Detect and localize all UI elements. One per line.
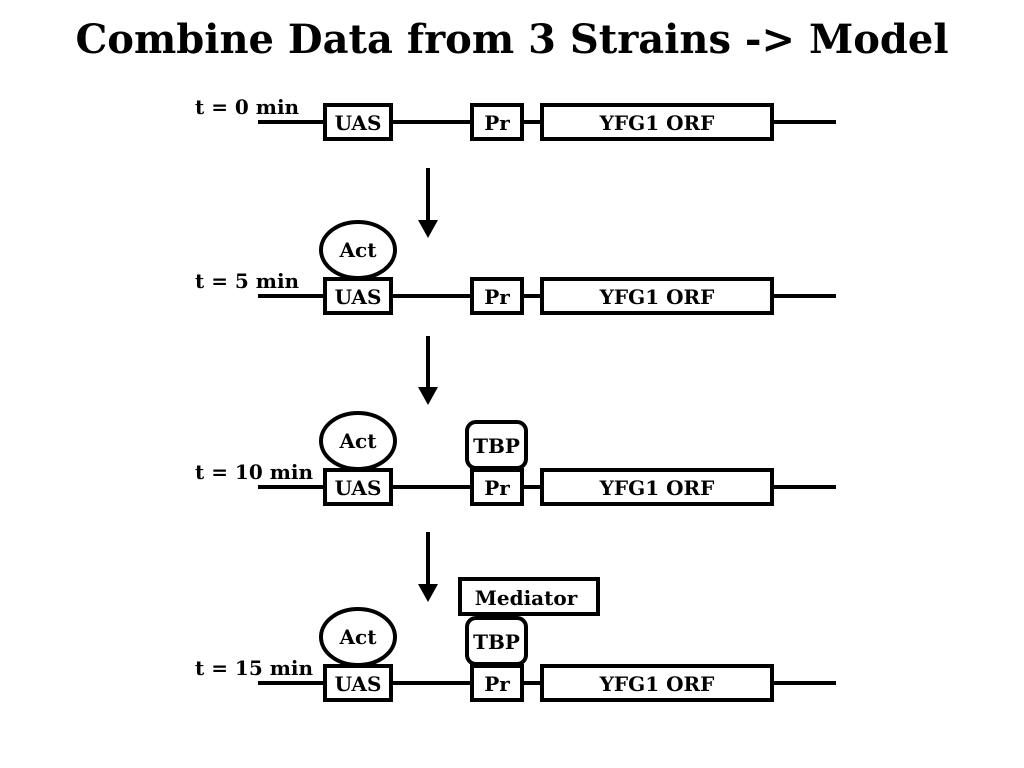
activator-oval bbox=[319, 220, 397, 280]
promoter-label: Pr bbox=[484, 672, 510, 696]
orf-label: YFG1 ORF bbox=[599, 476, 715, 500]
tbp-label: TBP bbox=[473, 434, 520, 458]
orf-label: YFG1 ORF bbox=[599, 672, 715, 696]
uas-box bbox=[323, 664, 393, 702]
activator-label: Act bbox=[339, 625, 378, 649]
mediator-box bbox=[458, 577, 600, 616]
orf-box bbox=[540, 103, 774, 141]
uas-box bbox=[323, 277, 393, 315]
promoter-box bbox=[470, 277, 524, 315]
time-label: t = 0 min bbox=[195, 95, 300, 119]
uas-label: UAS bbox=[335, 476, 382, 500]
page-title: Combine Data from 3 Strains -> Model bbox=[75, 16, 949, 63]
uas-box bbox=[323, 468, 393, 506]
time-label: t = 15 min bbox=[195, 656, 313, 680]
activator-oval bbox=[319, 607, 397, 667]
tbp-box bbox=[465, 616, 528, 666]
time-label: t = 5 min bbox=[195, 269, 300, 293]
activator-label: Act bbox=[339, 429, 378, 453]
uas-label: UAS bbox=[335, 672, 382, 696]
tbp-label: TBP bbox=[473, 630, 520, 654]
promoter-label: Pr bbox=[484, 111, 510, 135]
mediator-label: Mediator bbox=[475, 586, 578, 610]
promoter-label: Pr bbox=[484, 285, 510, 309]
orf-box bbox=[540, 468, 774, 506]
orf-box bbox=[540, 664, 774, 702]
orf-label: YFG1 ORF bbox=[599, 111, 715, 135]
down-arrow-icon bbox=[418, 584, 438, 602]
orf-box bbox=[540, 277, 774, 315]
down-arrow-icon bbox=[418, 220, 438, 238]
tbp-box bbox=[465, 420, 528, 470]
down-arrow-icon bbox=[418, 387, 438, 405]
orf-label: YFG1 ORF bbox=[599, 285, 715, 309]
promoter-label: Pr bbox=[484, 476, 510, 500]
uas-label: UAS bbox=[335, 111, 382, 135]
uas-box bbox=[323, 103, 393, 141]
activator-oval bbox=[319, 411, 397, 471]
time-label: t = 10 min bbox=[195, 460, 313, 484]
promoter-box bbox=[470, 664, 524, 702]
activator-label: Act bbox=[339, 238, 378, 262]
uas-label: UAS bbox=[335, 285, 382, 309]
promoter-box bbox=[470, 103, 524, 141]
